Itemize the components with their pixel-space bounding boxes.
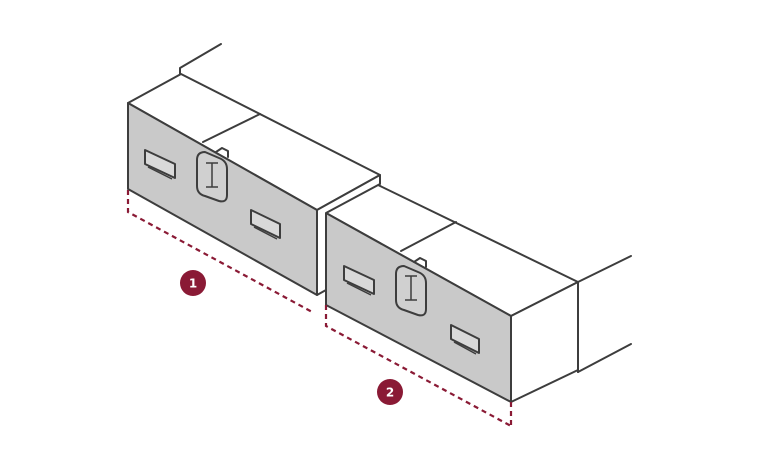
marker-badge-2: 2 [377, 379, 403, 405]
dimension-line-2 [324, 305, 513, 427]
toolbox-2-right-handle[interactable] [450, 324, 480, 355]
toolbox-2-lock[interactable] [395, 265, 427, 317]
toolbox-1-lock[interactable] [196, 151, 228, 203]
marker-badge-2-label: 2 [386, 386, 394, 400]
marker-badge-1: 1 [180, 270, 206, 296]
toolbox-1 [127, 73, 381, 296]
toolbox-1-latch-tab [215, 147, 229, 158]
toolbox-1-left-handle[interactable] [144, 149, 176, 180]
toolbox-2-latch-tab [413, 257, 427, 268]
toolbox-2-left-handle[interactable] [343, 265, 375, 296]
dimension-line-1 [126, 190, 315, 314]
marker-badge-1-label: 1 [189, 277, 197, 291]
toolbox-2 [325, 183, 579, 403]
toolbox-1-right-handle[interactable] [250, 209, 281, 240]
